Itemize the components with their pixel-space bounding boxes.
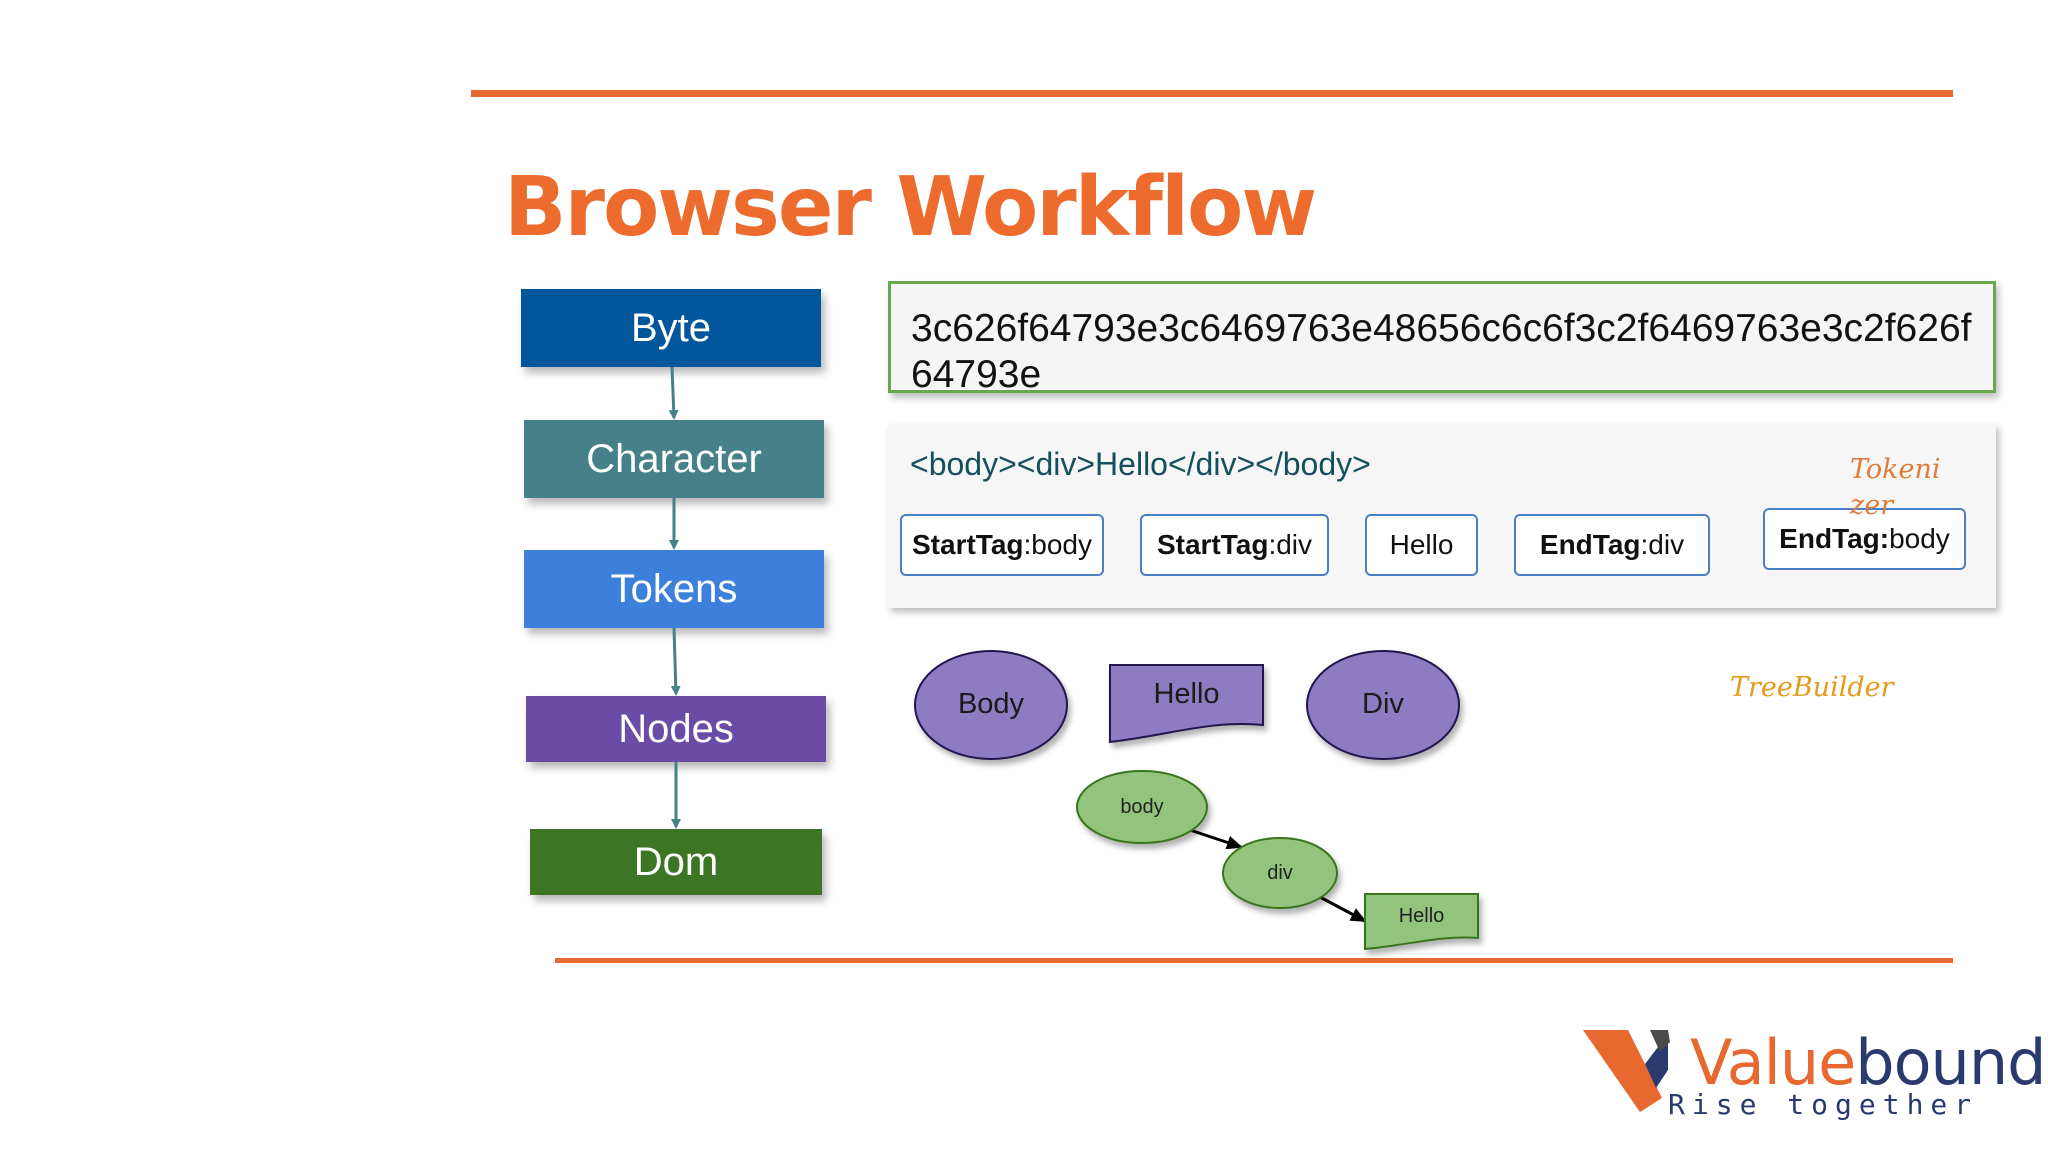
token-endtag-body: EndTag:body (1763, 508, 1966, 570)
token-value: div (1276, 529, 1313, 560)
dom-node-hello-label: Hello (1398, 905, 1445, 927)
token-separator: : (1023, 529, 1032, 560)
dom-node-body-label: body (1120, 796, 1164, 818)
stage-nodes-label: Nodes (618, 706, 734, 751)
connector-tokens-nodes (670, 627, 681, 696)
token-value: Hello (1389, 529, 1454, 560)
dom-edge-div-hello (1317, 894, 1367, 923)
stage-dom: Dom (530, 829, 822, 895)
token-separator: : (1640, 529, 1649, 560)
logo-name-prefix: Value (1690, 1026, 1856, 1099)
stage-byte: Byte (521, 289, 821, 367)
hex-bytes-text: 3c626f64793e3c6469763e48656c6c6f3c2f6469… (911, 307, 1972, 396)
stage-dom-label: Dom (633, 839, 719, 884)
node-div-ellipse (1306, 650, 1460, 760)
node-hello-label: Hello (1153, 678, 1220, 710)
stage-character-label: Character (586, 436, 762, 481)
token-kind: EndTag (1539, 529, 1641, 560)
token-text-hello: Hello (1365, 514, 1478, 576)
node-div-label: Div (1362, 688, 1404, 720)
stage-tokens-label: Tokens (610, 566, 738, 611)
hex-bytes-box: 3c626f64793e3c6469763e48656c6c6f3c2f6469… (888, 281, 1996, 396)
valuebound-logo-mark (1583, 1030, 1670, 1112)
token-value: body (1031, 529, 1092, 560)
token-value: body (1889, 523, 1950, 554)
top-rule (471, 90, 1953, 97)
dom-node-hello-shape (1364, 893, 1479, 951)
token-kind: StartTag (912, 529, 1024, 560)
dom-node-div-ellipse (1222, 837, 1338, 909)
token-starttag-body: StartTag:body (900, 514, 1104, 576)
node-body-ellipse (914, 650, 1068, 760)
dom-edge-body-div (1189, 828, 1243, 850)
token-value: div (1648, 529, 1685, 560)
dom-node-div-label: div (1267, 862, 1293, 884)
token-starttag-div: StartTag:div (1140, 514, 1329, 576)
logo-name-suffix: bound (1855, 1026, 2046, 1099)
token-kind: EndTag: (1779, 523, 1890, 554)
dom-node-body-ellipse (1076, 770, 1208, 844)
html-markup-text: <body><div>Hello</div></body> (910, 446, 1371, 482)
node-body-label: Body (957, 688, 1025, 720)
tokenizer-caption: Tokenizer (1850, 454, 1941, 521)
stage-character: Character (524, 420, 824, 498)
token-kind: StartTag (1156, 529, 1269, 560)
bottom-rule (555, 958, 1953, 963)
slide-title: Browser Workflow (504, 160, 1317, 255)
connector-byte-character (668, 366, 679, 420)
treebuilder-caption: TreeBuilder (1730, 672, 1894, 703)
logo-tagline: Rise together (1668, 1088, 1979, 1121)
node-hello-shape (1109, 664, 1264, 744)
stage-tokens: Tokens (524, 550, 824, 628)
token-endtag-div: EndTag:div (1514, 514, 1710, 576)
token-separator: : (1268, 529, 1277, 560)
valuebound-logo-text: Valuebound (1690, 1026, 2047, 1099)
stage-byte-label: Byte (630, 305, 712, 350)
stage-nodes: Nodes (526, 696, 826, 762)
